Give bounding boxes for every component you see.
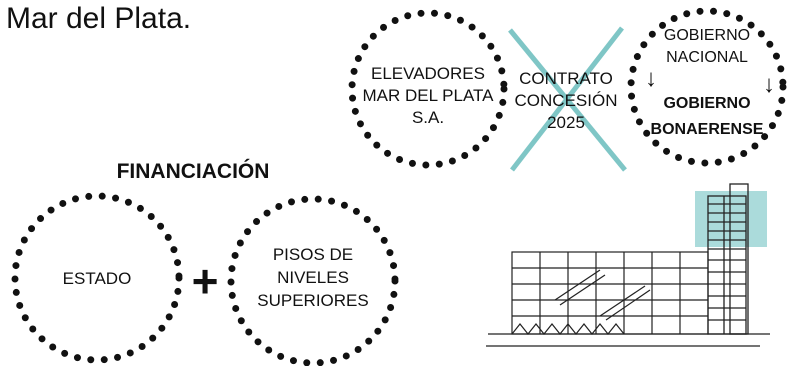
financing-title: FINANCIACIÓN bbox=[117, 159, 270, 183]
plus-sign: + bbox=[192, 255, 219, 307]
upper-floors-line-2: NIVELES bbox=[277, 268, 349, 287]
gov-line-4: BONAERENSE bbox=[651, 121, 764, 138]
state-label: ESTADO bbox=[63, 269, 132, 288]
down-arrow-icon-left: ↓ bbox=[645, 65, 657, 92]
cross-line-b bbox=[510, 26, 624, 172]
gov-line-1: GOBIERNO bbox=[664, 27, 750, 44]
contract-block: CONTRATO CONCESIÓN 2025 bbox=[508, 26, 627, 172]
building-section-drawing bbox=[486, 183, 770, 347]
government-circle: GOBIERNO NACIONAL ↓ ↓ GOBIERNO BONAERENS… bbox=[627, 7, 787, 167]
upper-floors-circle: PISOS DE NIVELES SUPERIORES bbox=[227, 195, 399, 366]
company-line-2: MAR DEL PLATA bbox=[363, 86, 495, 105]
down-arrow-icon-right: ↓ bbox=[763, 71, 775, 98]
contract-line-2: CONCESIÓN bbox=[515, 91, 618, 110]
company-circle: ELEVADORES MAR DEL PLATA S.A. bbox=[348, 9, 508, 169]
upper-floors-line-1: PISOS DE bbox=[273, 245, 353, 264]
gov-line-3: GOBIERNO bbox=[663, 95, 750, 112]
tower bbox=[707, 183, 749, 335]
contract-line-1: CONTRATO bbox=[519, 69, 613, 88]
main-building bbox=[486, 251, 770, 347]
gov-line-2: NACIONAL bbox=[666, 49, 748, 66]
contract-line-3: 2025 bbox=[547, 113, 585, 132]
company-line-1: ELEVADORES bbox=[371, 64, 485, 83]
upper-floors-line-3: SUPERIORES bbox=[257, 291, 368, 310]
upper-floors-highlight bbox=[695, 191, 767, 247]
state-circle: ESTADO bbox=[11, 192, 183, 364]
header-text: Mar del Plata. bbox=[6, 2, 191, 35]
company-line-3: S.A. bbox=[412, 108, 444, 127]
